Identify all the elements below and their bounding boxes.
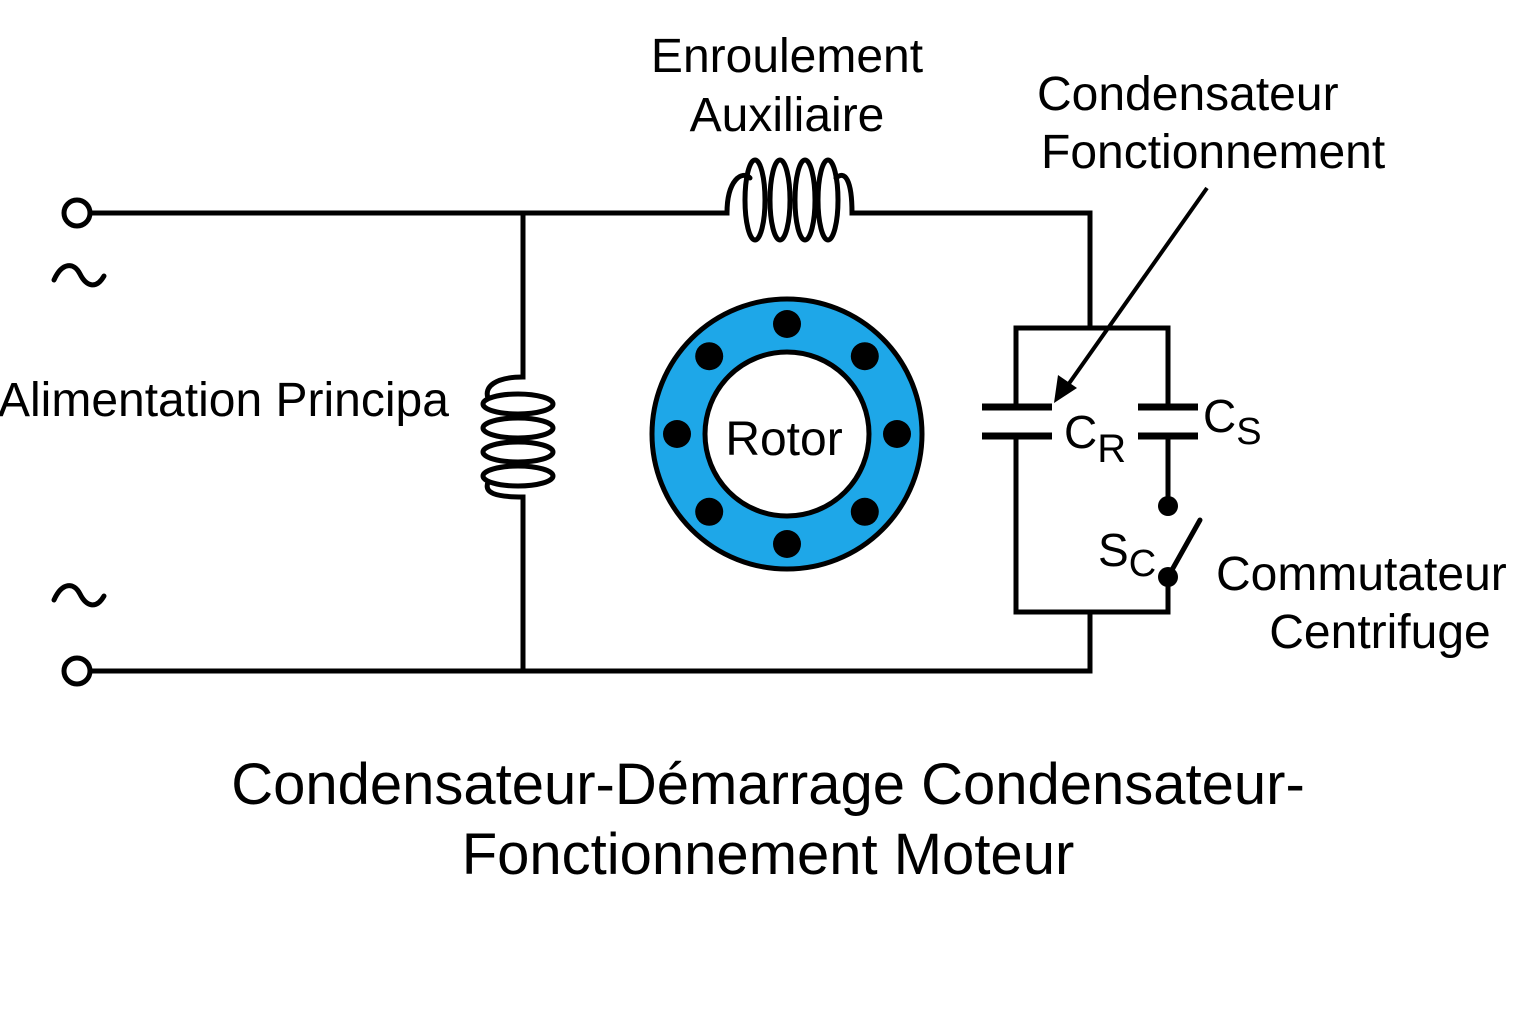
rotor-slot bbox=[773, 310, 801, 338]
aux-winding-label-line2: Auxiliaire bbox=[690, 89, 885, 142]
centrifugal-switch-blade bbox=[1165, 517, 1203, 580]
supply-terminal-bottom bbox=[61, 655, 93, 687]
cap-network-right bbox=[1087, 325, 1171, 410]
cr-label-sub: R bbox=[1097, 427, 1126, 471]
sc-label-main: S bbox=[1098, 524, 1129, 576]
supply-terminal-top bbox=[61, 197, 93, 229]
ac-symbol-bottom bbox=[51, 583, 107, 608]
auxiliary-winding-coil bbox=[724, 157, 855, 243]
centrifugal-switch-label-line1: Commutateur bbox=[1216, 548, 1507, 601]
diagram-title-line1: Condensateur-Démarrage Condensateur- bbox=[231, 752, 1305, 817]
centrifugal-switch-label-line2: Centrifuge bbox=[1269, 606, 1490, 659]
cs-label-main: C bbox=[1203, 390, 1236, 442]
run-capacitor-pointer-line bbox=[1061, 186, 1209, 394]
bottom-wire bbox=[87, 609, 1093, 674]
rotor-slot bbox=[850, 342, 879, 371]
sc-label: SC bbox=[1098, 524, 1156, 585]
diagram-title-line2: Fonctionnement Moteur bbox=[461, 822, 1075, 887]
rotor-slot bbox=[695, 342, 724, 371]
main-winding-coil bbox=[480, 374, 556, 500]
switch-contact-top bbox=[1158, 496, 1178, 516]
top-wire-right bbox=[849, 210, 1093, 331]
cs-label: CS bbox=[1203, 390, 1262, 453]
run-capacitor-pointer-arrowhead bbox=[1054, 375, 1077, 403]
ac-symbol-top bbox=[51, 263, 107, 288]
rotor bbox=[649, 296, 925, 572]
aux-winding-label-line1: Enroulement bbox=[651, 30, 923, 83]
run-capacitor-label-line2: Fonctionnement bbox=[1041, 126, 1385, 179]
rotor-slot bbox=[663, 420, 691, 448]
cap-network-left bbox=[1013, 325, 1093, 410]
cs-label-sub: S bbox=[1236, 411, 1261, 453]
rotor-slot bbox=[883, 420, 911, 448]
cr-label-main: C bbox=[1064, 406, 1097, 458]
cap-network-left-lower bbox=[1013, 433, 1171, 615]
main-supply-label: Alimentation Principa bbox=[0, 374, 449, 427]
rotor-slot bbox=[850, 497, 879, 526]
rotor-label: Rotor bbox=[725, 413, 842, 466]
sc-label-sub: C bbox=[1129, 543, 1156, 585]
rotor-slot bbox=[773, 530, 801, 558]
rotor-slot bbox=[695, 497, 724, 526]
run-capacitor-label-line1: Condensateur bbox=[1037, 68, 1339, 121]
rotor-slots bbox=[663, 310, 911, 558]
cr-label: CR bbox=[1064, 406, 1126, 471]
